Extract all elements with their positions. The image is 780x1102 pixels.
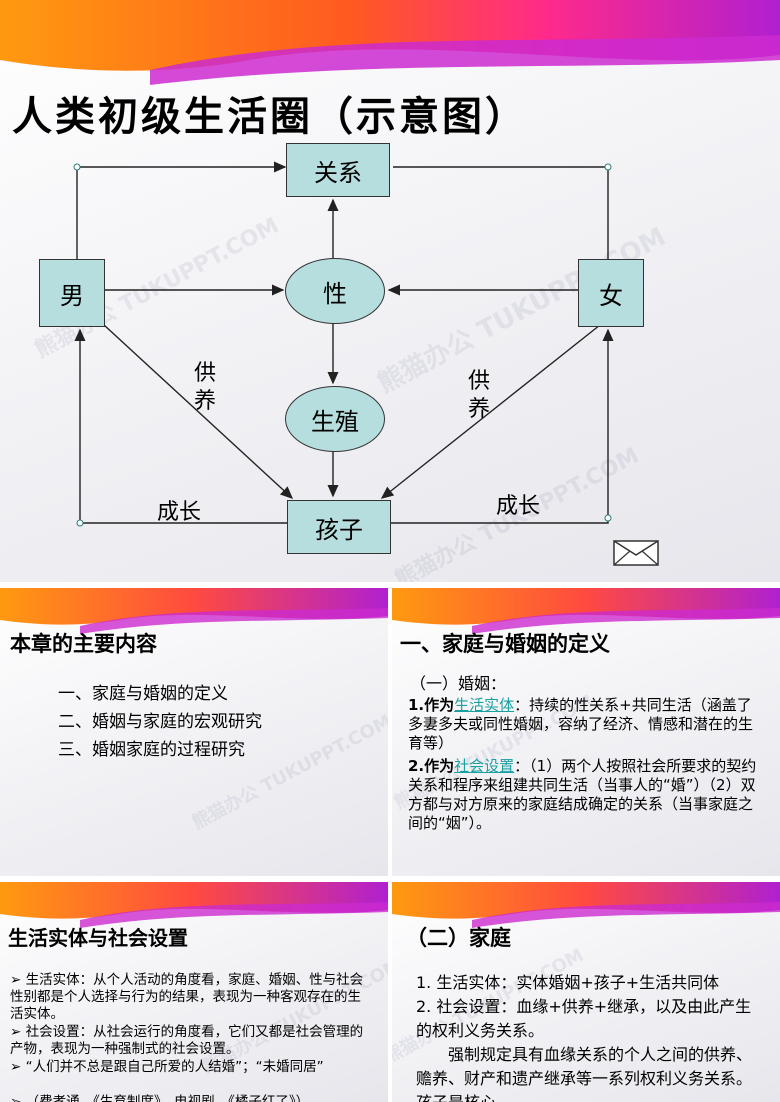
slide-title: 一、家庭与婚姻的定义: [400, 631, 610, 656]
paragraph-3: 强制规定具有血缘关系的个人之间的供养、赡养、财产和遗产继承等一系列权利义务关系。…: [416, 1045, 753, 1102]
slide-title: 人类初级生活圈（示意图）: [12, 93, 528, 140]
diagram-connectors: [73, 161, 614, 527]
paragraph-prefix: 2.作为: [408, 757, 455, 775]
link-life-entity[interactable]: 生活实体: [454, 696, 515, 714]
label-support-right: 供养: [467, 369, 490, 422]
node-sex: 性: [285, 258, 385, 324]
slide-banner: [0, 0, 780, 85]
bullet-text: 生活实体：从个人活动的角度看，家庭、婚姻、性与社会性别都是个人选择与行为的结果，…: [10, 972, 364, 1022]
slide-1: 熊猫办公 TUKUPPT.COM 熊猫办公 TUKUPPT.COM 熊猫办公 T…: [0, 0, 780, 582]
bullet-text: 社会设置：从社会运行的角度看，它们又都是社会管理的产物，表现为一种强制式的社会设…: [10, 1024, 364, 1057]
slide-banner: [0, 882, 388, 928]
bullet-arrow-icon: ➢: [10, 1094, 22, 1102]
label-grow-right: 成长: [496, 494, 541, 519]
label-support-left: 供养: [193, 361, 216, 414]
list-item: 二、婚姻与家庭的宏观研究: [58, 712, 262, 732]
paragraph-1: 1. 生活实体：实体婚姻+孩子+生活共同体: [416, 973, 720, 992]
subheading: （一）婚姻：: [410, 674, 507, 693]
slide-title: 本章的主要内容: [10, 631, 157, 656]
list-item: 一、家庭与婚姻的定义: [58, 684, 228, 704]
bullet-item: ➢ 生活实体：从个人活动的角度看，家庭、婚姻、性与社会性别都是个人选择与行为的结…: [10, 972, 365, 1023]
node-relation: 关系: [286, 143, 390, 197]
bullet-item: ➢ 社会设置：从社会运行的角度看，它们又都是社会管理的产物，表现为一种强制式的社…: [10, 1024, 365, 1058]
paragraph-2: 2.作为社会设置：（1）两个人按照社会所要求的契约关系和程序来组建共同生活（当事…: [408, 757, 758, 833]
node-reproduce: 生殖: [285, 386, 385, 452]
slide-banner: [392, 588, 780, 634]
envelope-icon[interactable]: [613, 540, 659, 566]
bullet-item: ➢ （费孝通，《生育制度》，电视剧，《橘子红了》）: [10, 1094, 365, 1102]
slide-4: 熊猫办公 TUKUPPT.COM 生活实体与社会设置 ➢ 生活实体：从个人活动的…: [0, 882, 388, 1102]
node-male: 男: [39, 259, 105, 327]
list-item: 三、婚姻家庭的过程研究: [58, 740, 245, 760]
paragraph-text: ：持续的性关系+共同生活（涵盖了多妻多夫或同性婚姻，容纳了经济、情感和潜在的生育…: [408, 696, 754, 752]
slide-3: 熊猫办公 TUKUPPT.COM 一、家庭与婚姻的定义 （一）婚姻： 1.作为生…: [392, 588, 780, 876]
bullet-arrow-icon: ➢: [10, 972, 22, 988]
slide-5: 熊猫办公 TUKUPPT.COM （二）家庭 1. 生活实体：实体婚姻+孩子+生…: [392, 882, 780, 1102]
node-child: 孩子: [287, 500, 391, 554]
bullet-item: ➢ “人们并不总是跟自己所爱的人结婚”；“未婚同居”: [10, 1059, 365, 1076]
slide-title: （二）家庭: [406, 925, 511, 950]
bullet-arrow-icon: ➢: [10, 1059, 22, 1075]
link-social-setting[interactable]: 社会设置: [454, 757, 515, 775]
bullet-text: “人们并不总是跟自己所爱的人结婚”；“未婚同居”: [25, 1059, 324, 1075]
slide-2: 熊猫办公 TUKUPPT.COM 本章的主要内容 一、家庭与婚姻的定义 二、婚姻…: [0, 588, 388, 876]
bullet-text: （费孝通，《生育制度》，电视剧，《橘子红了》）: [25, 1094, 310, 1102]
node-female: 女: [578, 259, 644, 327]
paragraph-prefix: 1.作为: [408, 696, 455, 714]
slide-banner: [0, 588, 388, 634]
slide-banner: [392, 882, 780, 928]
paragraph-text: ：（1）两个人按照社会所要求的契约关系和程序来组建共同生活（当事人的“婚”）（2…: [408, 757, 757, 832]
paragraph-2: 2. 社会设置：血缘+供养+继承，以及由此产生的权利义务关系。: [416, 997, 752, 1040]
paragraph-1: 1.作为生活实体：持续的性关系+共同生活（涵盖了多妻多夫或同性婚姻，容纳了经济、…: [408, 696, 758, 753]
slide-title: 生活实体与社会设置: [8, 926, 188, 950]
bullet-arrow-icon: ➢: [10, 1024, 22, 1040]
label-grow-left: 成长: [157, 500, 202, 525]
